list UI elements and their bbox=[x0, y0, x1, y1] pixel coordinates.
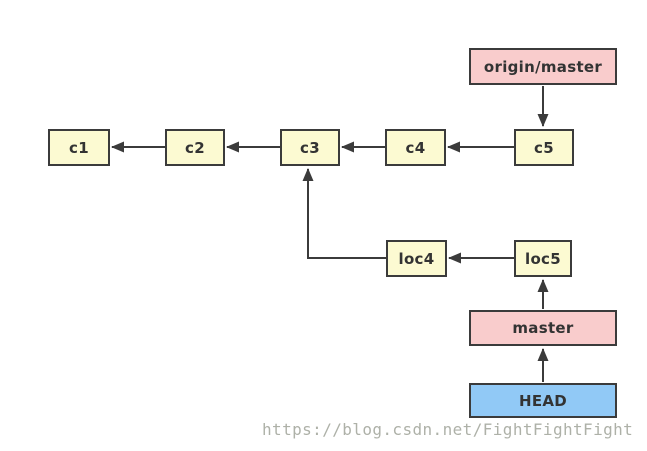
edge-loc4-c3-arrow bbox=[302, 168, 386, 259]
node-commit-c2: c2 bbox=[165, 129, 225, 166]
node-branch-origin-master: origin/master bbox=[469, 48, 617, 85]
node-commit-c3: c3 bbox=[280, 129, 340, 166]
node-commit-c4: c4 bbox=[385, 129, 446, 166]
node-commit-c1: c1 bbox=[48, 129, 110, 166]
node-label-c5: c5 bbox=[534, 138, 554, 157]
node-commit-loc5: loc5 bbox=[514, 240, 572, 277]
csdn-watermark: https://blog.csdn.net/FightFightFight bbox=[262, 420, 634, 439]
node-commit-c5: c5 bbox=[514, 129, 574, 166]
node-branch-master: master bbox=[469, 310, 617, 346]
node-label-loc4: loc4 bbox=[398, 249, 435, 268]
node-commit-loc4: loc4 bbox=[386, 240, 447, 277]
node-label-loc5: loc5 bbox=[525, 249, 561, 268]
node-label-master: master bbox=[512, 319, 574, 337]
node-label-origin-master: origin/master bbox=[483, 57, 603, 76]
node-head: HEAD bbox=[469, 383, 617, 418]
node-label-c2: c2 bbox=[185, 138, 205, 157]
node-label-c1: c1 bbox=[69, 138, 89, 157]
node-label-head: HEAD bbox=[518, 391, 568, 410]
node-label-c4: c4 bbox=[405, 138, 426, 157]
node-label-c3: c3 bbox=[300, 138, 320, 157]
